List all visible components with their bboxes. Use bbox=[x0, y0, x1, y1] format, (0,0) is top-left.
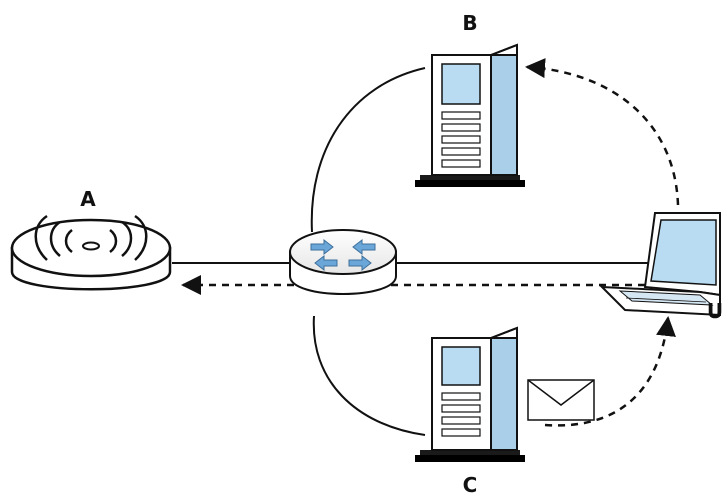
link-router-b bbox=[312, 68, 425, 232]
wireless-access-point-icon bbox=[12, 216, 170, 289]
traffic-paths bbox=[183, 67, 678, 425]
router-icon bbox=[290, 230, 396, 294]
server-tower-icon bbox=[415, 45, 525, 187]
label-c: C bbox=[463, 473, 478, 497]
server-tower-icon bbox=[415, 328, 525, 462]
label-u: U bbox=[707, 299, 723, 323]
label-b: B bbox=[462, 11, 477, 35]
link-router-c bbox=[314, 316, 425, 435]
envelope-icon bbox=[528, 380, 594, 420]
dashed-arrow-to-b bbox=[527, 67, 678, 205]
label-a: A bbox=[80, 187, 96, 211]
